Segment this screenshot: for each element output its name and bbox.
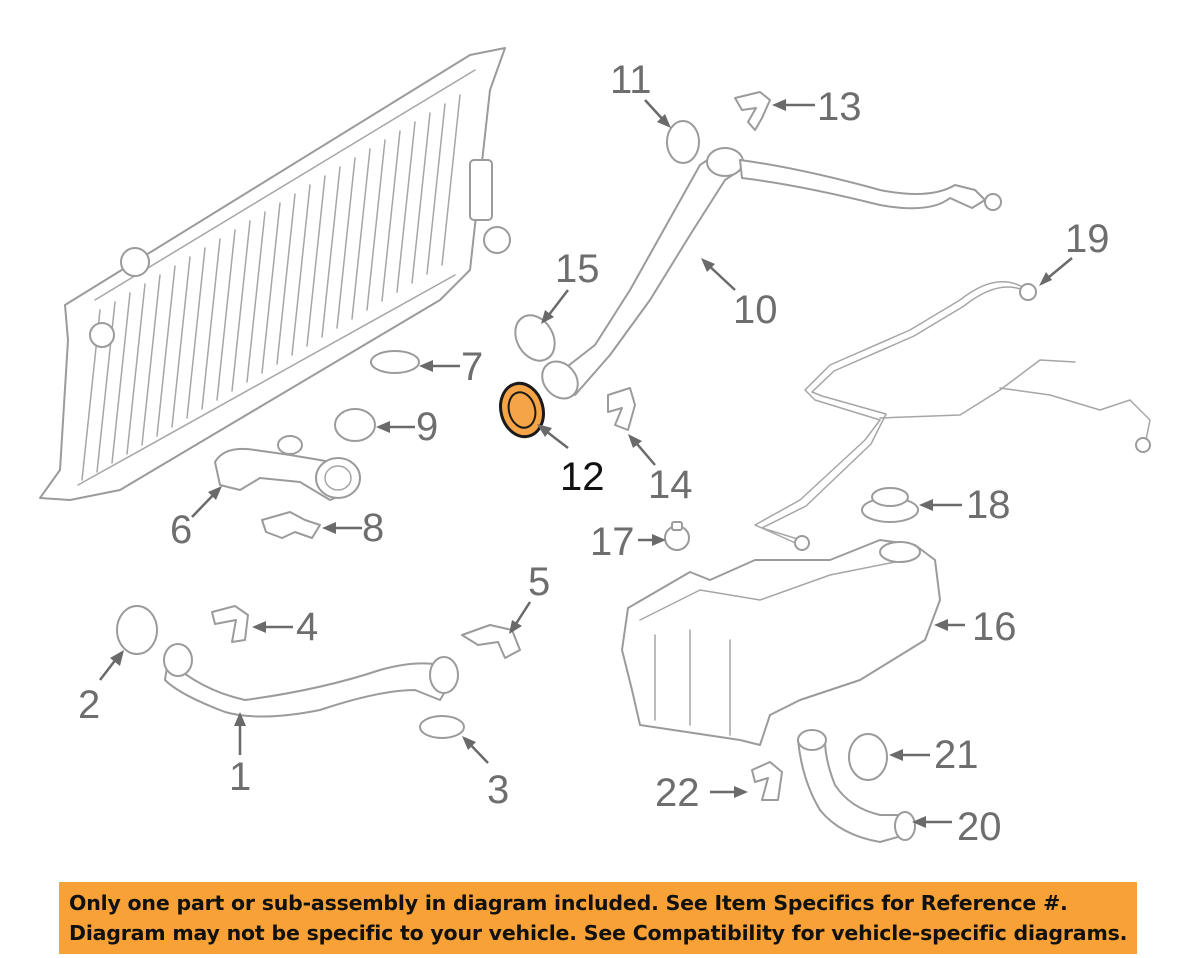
gasket-3 — [419, 715, 465, 739]
callout-3: 3 — [487, 768, 509, 812]
o-ring-11 — [666, 120, 700, 164]
clamp-15 — [514, 314, 556, 362]
hose-6 — [214, 435, 361, 501]
upper-hose — [541, 147, 1002, 400]
callout-13: 13 — [817, 85, 862, 129]
disclaimer-banner: Only one part or sub-assembly in diagram… — [59, 882, 1137, 954]
clip-8 — [261, 511, 321, 539]
callout-14: 14 — [648, 463, 693, 507]
o-ring-21 — [848, 733, 888, 781]
callout-numbers: 1 2 3 4 5 6 7 8 9 10 11 12 13 14 15 16 1… — [78, 58, 1110, 849]
callout-9: 9 — [416, 405, 438, 449]
gasket-7 — [370, 350, 420, 374]
callout-8: 8 — [362, 506, 384, 550]
leader-lines — [99, 99, 1073, 828]
callout-17: 17 — [590, 520, 635, 564]
clamp-9 — [334, 408, 376, 442]
clip-22 — [751, 761, 783, 801]
disclaimer-line-2: Diagram may not be specific to your vehi… — [69, 921, 1128, 945]
callout-2: 2 — [78, 683, 100, 727]
callout-18: 18 — [966, 483, 1011, 527]
callout-20: 20 — [957, 805, 1002, 849]
gasket-12-highlighted — [499, 381, 545, 439]
callout-21: 21 — [934, 733, 979, 777]
disclaimer-line-1: Only one part or sub-assembly in diagram… — [69, 891, 1068, 915]
callout-4: 4 — [296, 605, 318, 649]
callout-5: 5 — [528, 560, 550, 604]
parts-diagram: 1 2 3 4 5 6 7 8 9 10 11 12 13 14 15 16 1… — [39, 47, 1151, 849]
hose-lines-19 — [754, 281, 1151, 551]
hose-20 — [797, 729, 916, 843]
sensor-17 — [664, 521, 690, 551]
callout-16: 16 — [972, 605, 1017, 649]
clip-4 — [211, 605, 249, 643]
clip-13 — [734, 91, 771, 131]
callout-15: 15 — [555, 247, 600, 291]
reservoir-16 — [621, 539, 941, 746]
callout-6: 6 — [170, 508, 192, 552]
clip-5 — [461, 624, 521, 659]
callout-10: 10 — [733, 288, 778, 332]
o-ring-2 — [116, 605, 158, 655]
callout-22: 22 — [655, 771, 700, 815]
callout-11: 11 — [610, 58, 652, 102]
callout-1: 1 — [229, 755, 251, 799]
callout-12: 12 — [560, 455, 605, 499]
radiator — [39, 47, 511, 501]
callout-7: 7 — [461, 345, 483, 389]
clip-14 — [607, 387, 636, 431]
cap-18 — [861, 487, 919, 523]
callout-19: 19 — [1065, 217, 1110, 261]
lower-hose-1 — [163, 643, 459, 718]
